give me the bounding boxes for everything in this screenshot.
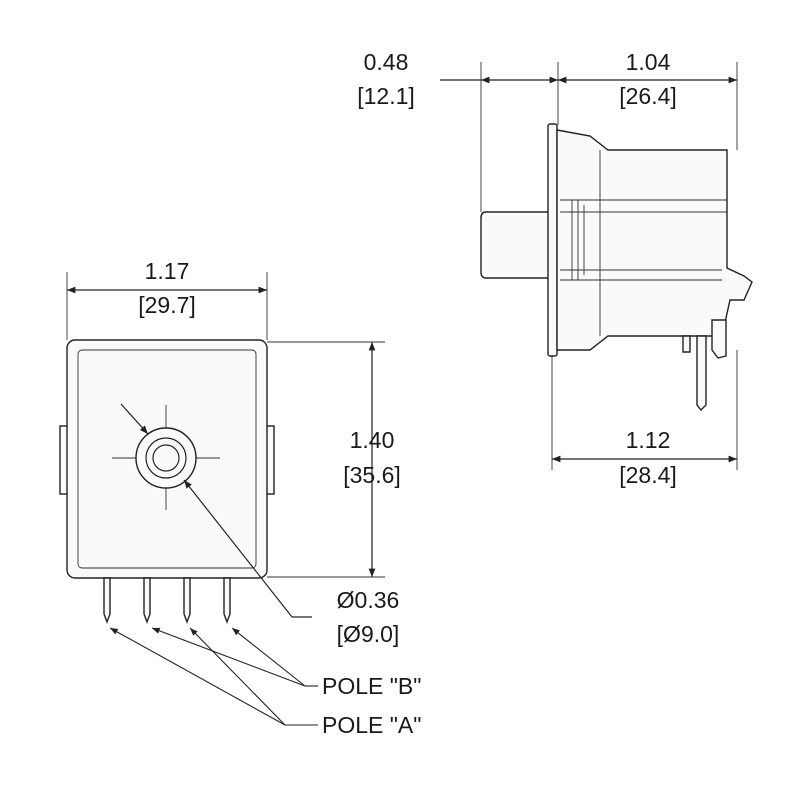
dim-side-overall-mm: [28.4]: [619, 462, 677, 488]
terminal-pin: [223, 577, 231, 624]
pole-a-leader: [109, 627, 286, 726]
callout-pole-a: POLE "A": [322, 712, 421, 738]
dim-side-body-inch: 1.04: [626, 49, 671, 75]
side-button-plunger: [480, 211, 553, 279]
button-inner-ring: [152, 444, 180, 472]
side-terminal: [711, 319, 727, 359]
side-terminal: [696, 335, 707, 412]
diameter-leader-top: [120, 403, 149, 435]
side-body: [556, 129, 753, 351]
dim-button-diameter-mm: [Ø9.0]: [337, 621, 400, 647]
dim-front-width-mm: [29.7]: [138, 292, 196, 318]
dim-front-height-inch: 1.40: [350, 427, 395, 453]
terminal-pin: [183, 577, 191, 624]
dim-button-diameter-inch: Ø0.36: [337, 587, 400, 613]
dim-front-width-inch: 1.17: [145, 258, 190, 284]
terminal-pin: [103, 577, 111, 624]
diameter-leader: [183, 479, 293, 618]
terminal-pin: [143, 577, 151, 624]
dim-side-button-inch: 0.48: [364, 49, 409, 75]
pole-b-leader: [151, 627, 306, 687]
front-view: [59, 272, 385, 726]
side-flange: [547, 123, 558, 357]
pole-a-leader: [189, 627, 286, 726]
dim-side-body-mm: [26.4]: [619, 83, 677, 109]
front-housing-inner: [77, 349, 257, 569]
dim-side-button-mm: [12.1]: [357, 83, 415, 109]
dim-side-overall-inch: 1.12: [626, 427, 671, 453]
side-view: [440, 62, 753, 470]
side-terminal: [682, 335, 691, 353]
dim-front-height-mm: [35.6]: [343, 462, 401, 488]
callout-pole-b: POLE "B": [322, 673, 421, 699]
pole-b-leader: [231, 627, 306, 687]
